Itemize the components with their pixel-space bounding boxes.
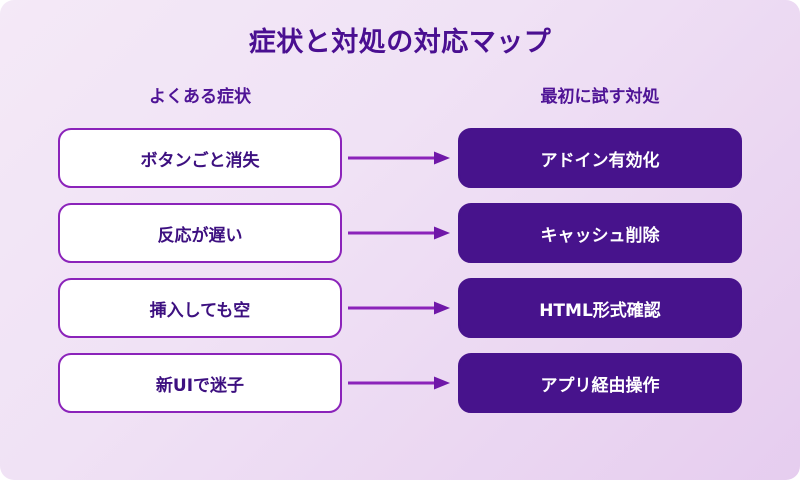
fix-node[interactable]: キャッシュ削除	[458, 203, 742, 263]
fix-node[interactable]: アプリ経由操作	[458, 353, 742, 413]
arrow-icon	[348, 300, 452, 316]
arrow-icon	[348, 150, 452, 166]
arrow-icon	[348, 375, 452, 391]
column-header-fixes: 最初に試す対処	[540, 87, 660, 107]
mapping-row: 挿入しても空 HTML形式確認	[0, 278, 800, 338]
mapping-row: 新UIで迷子 アプリ経由操作	[0, 353, 800, 413]
arrow-icon	[348, 225, 452, 241]
symptom-node[interactable]: 新UIで迷子	[58, 353, 342, 413]
symptom-node[interactable]: 挿入しても空	[58, 278, 342, 338]
page-title: 症状と対処の対応マップ	[248, 27, 552, 58]
fix-node[interactable]: HTML形式確認	[458, 278, 742, 338]
fix-node[interactable]: アドイン有効化	[458, 128, 742, 188]
symptom-node[interactable]: 反応が遅い	[58, 203, 342, 263]
mapping-row: ボタンごと消失 アドイン有効化	[0, 128, 800, 188]
column-header-symptoms: よくある症状	[149, 87, 251, 107]
symptom-node[interactable]: ボタンごと消失	[58, 128, 342, 188]
mapping-row: 反応が遅い キャッシュ削除	[0, 203, 800, 263]
